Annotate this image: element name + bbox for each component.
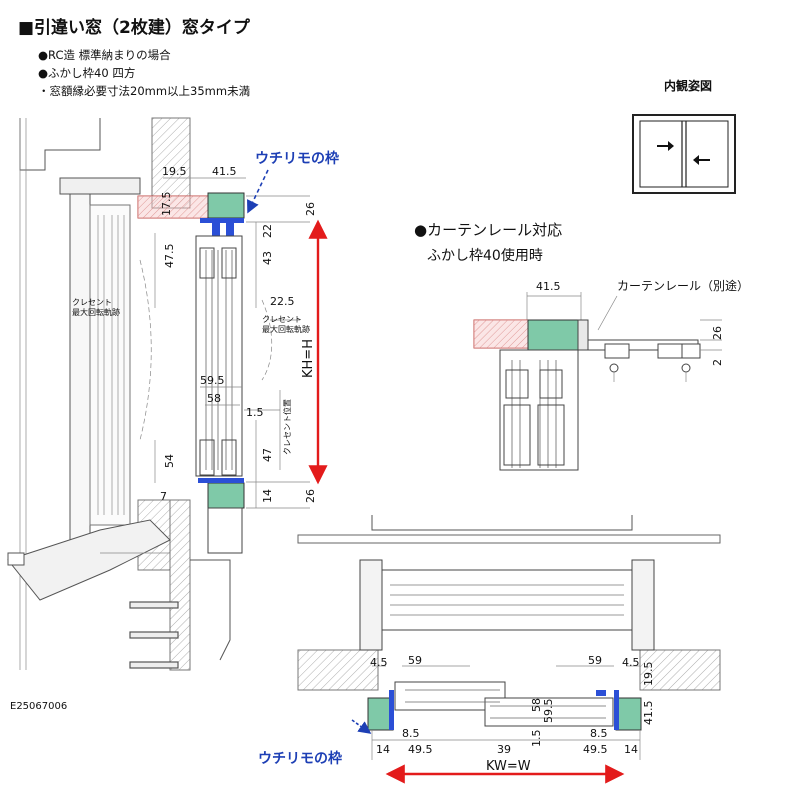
dim-22: 22 <box>261 224 274 238</box>
dim-59-5: 59.5 <box>200 374 225 387</box>
dim-1-5: 1.5 <box>246 406 264 419</box>
dim-7: 7 <box>160 490 167 503</box>
dim-58: 58 <box>207 392 221 405</box>
hdim-4-5-left: 4.5 <box>370 656 388 669</box>
dim-14: 14 <box>261 489 274 503</box>
uchi-label-bottom: ウチリモの枠 <box>258 750 342 767</box>
width-label: KW=W <box>486 759 531 774</box>
rail-label: カーテンレール（別途） <box>617 278 749 293</box>
dim-54: 54 <box>163 454 176 468</box>
hdim-59-left: 59 <box>408 654 422 667</box>
dim-47: 47 <box>261 448 274 462</box>
hdim-39: 39 <box>497 743 511 756</box>
crescent-label-b: クレセント 最大回転軌跡 <box>262 315 310 334</box>
arrow-left-icon <box>693 155 710 165</box>
hdim-59-5: 59.5 <box>542 699 555 724</box>
dim-22-5: 22.5 <box>270 295 295 308</box>
page-title: ■引違い窓（2枚建）窓タイプ <box>18 17 251 38</box>
note-3: ・窓額縁必要寸法20mm以上35mm未満 <box>38 84 250 98</box>
hdim-59-right: 59 <box>588 654 602 667</box>
dim-41-5: 41.5 <box>212 165 237 178</box>
hdim-41-5: 41.5 <box>642 701 655 726</box>
dim-43: 43 <box>261 251 274 265</box>
arrow-right-icon <box>657 141 674 151</box>
hdim-49-5-left: 49.5 <box>408 743 433 756</box>
dim-17-5: 17.5 <box>160 192 173 217</box>
front-view-label: 内観姿図 <box>664 78 712 93</box>
note-2: ●ふかし枠40 四方 <box>38 66 135 80</box>
rail-dim-2: 2 <box>711 359 724 366</box>
horizontal-section: 4.5 59 59 4.5 19.5 41.5 58 59.5 1.5 8.5 … <box>258 515 721 784</box>
curtain-rail-subheading: ふかし枠40使用時 <box>427 247 543 264</box>
dim-47-5: 47.5 <box>163 244 176 269</box>
rail-dim-26: 26 <box>711 326 724 340</box>
hdim-1-5: 1.5 <box>530 730 543 748</box>
hdim-58: 58 <box>530 698 543 712</box>
crescent-label-a: クレセント 最大回転軌跡 <box>72 298 120 317</box>
rail-dim-41-5: 41.5 <box>536 280 561 293</box>
dim-26-bottom: 26 <box>304 489 317 503</box>
hdim-8-5-left: 8.5 <box>402 727 420 740</box>
note-1: ●RC造 標準納まりの場合 <box>38 48 171 62</box>
uchi-label-top: ウチリモの枠 <box>255 150 339 167</box>
dim-26-top: 26 <box>304 202 317 216</box>
front-view-elevation <box>632 114 736 194</box>
crescent-position: クレセント位置 <box>282 399 292 455</box>
curtain-rail-heading: ●カーテンレール対応 <box>414 221 562 239</box>
dim-19-5: 19.5 <box>162 165 187 178</box>
height-label: KH=H <box>301 339 316 378</box>
drawing-code: E25067006 <box>10 701 67 712</box>
hdim-14-right: 14 <box>624 743 638 756</box>
hdim-4-5-right: 4.5 <box>622 656 640 669</box>
hdim-8-5-right: 8.5 <box>590 727 608 740</box>
curtain-rail-detail: ●カーテンレール対応 ふかし枠40使用時 カーテンレール（別途） 41.5 26… <box>414 221 749 471</box>
vertical-section: 19.5 41.5 17.5 26 47.5 22 43 22.5 59.5 5… <box>7 117 339 712</box>
hdim-14-left: 14 <box>376 743 390 756</box>
hdim-49-5-right: 49.5 <box>583 743 608 756</box>
hdim-19-5: 19.5 <box>642 662 655 687</box>
